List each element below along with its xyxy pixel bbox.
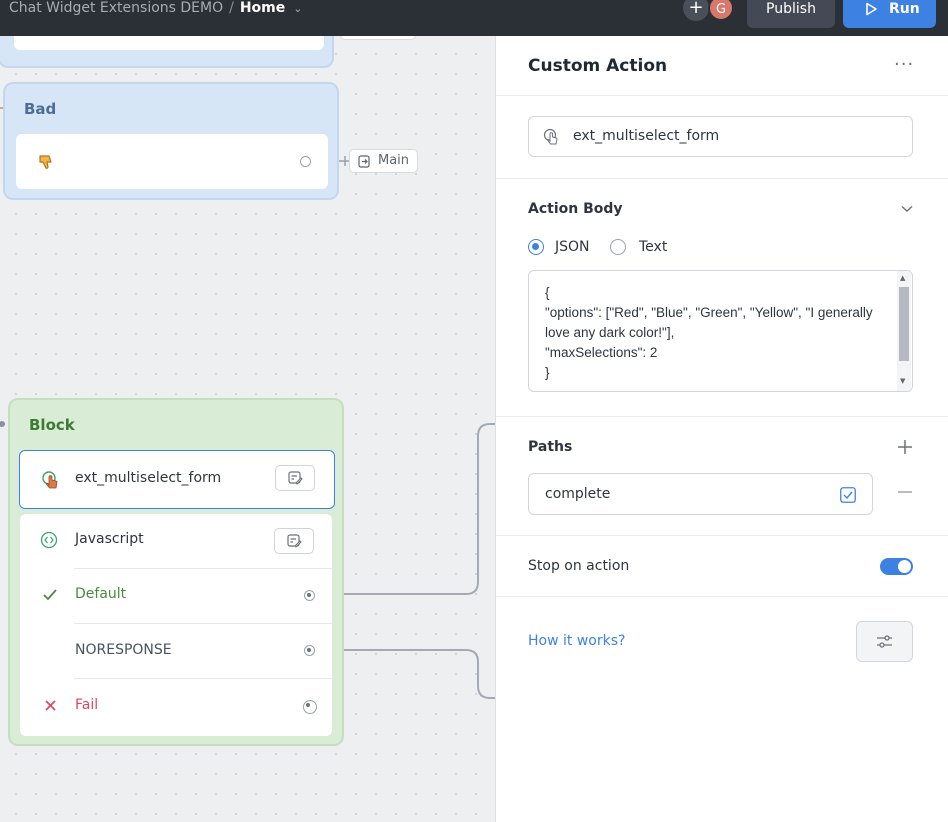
panel-divider xyxy=(496,95,948,96)
go-to-main-pill[interactable]: Main xyxy=(349,149,419,173)
path-name-field[interactable]: complete xyxy=(528,473,873,515)
path-default-port[interactable] xyxy=(304,590,315,601)
custom-block[interactable]: Block ext_multiselect_form Javascript De… xyxy=(8,398,344,746)
more-options-icon[interactable]: ··· xyxy=(894,54,915,75)
bad-block[interactable]: Bad xyxy=(3,82,339,200)
previous-block-link-pill[interactable] xyxy=(340,36,416,40)
edit-javascript-button[interactable] xyxy=(274,528,314,554)
run-button[interactable]: Run xyxy=(843,0,936,28)
chevron-down-icon[interactable]: ⌄ xyxy=(293,2,303,15)
go-to-main-label: Main xyxy=(378,153,410,168)
goto-flow-icon xyxy=(358,155,370,168)
block-steps-card: Javascript Default NORESPONSE Fail xyxy=(20,514,332,736)
action-name-value: ext_multiselect_form xyxy=(573,128,720,144)
previous-block[interactable] xyxy=(0,36,334,68)
path-noresponse-label: NORESPONSE xyxy=(75,642,172,658)
settings-button[interactable] xyxy=(856,621,913,662)
row-divider xyxy=(74,568,332,569)
json-radio-label: JSON xyxy=(555,239,590,255)
touch-hand-icon xyxy=(42,471,58,489)
edit-icon xyxy=(287,534,302,548)
panel-divider xyxy=(496,178,948,179)
add-collaborator-plus-icon[interactable]: + xyxy=(683,0,709,21)
paths-title: Paths xyxy=(528,439,573,455)
flow-canvas[interactable]: Bad Main Block ext_multiselect_form xyxy=(0,36,495,822)
action-body-code: { "options": ["Red", "Blue", "Green", "Y… xyxy=(545,285,873,380)
stop-on-action-toggle[interactable] xyxy=(880,558,913,575)
close-x-icon xyxy=(45,700,56,711)
action-body-editor[interactable]: { "options": ["Red", "Blue", "Green", "Y… xyxy=(528,270,913,392)
panel-divider xyxy=(496,596,948,597)
panel-title: Custom Action xyxy=(528,56,668,76)
custom-action-step[interactable]: ext_multiselect_form xyxy=(19,450,335,509)
breadcrumb-separator: / xyxy=(229,0,234,16)
scroll-up-arrow-icon[interactable]: ▲ xyxy=(900,274,906,282)
path-default-label: Default xyxy=(75,586,127,602)
edit-step-button[interactable] xyxy=(275,465,315,491)
custom-action-panel: Custom Action ··· ext_multiselect_form A… xyxy=(495,36,948,822)
row-divider xyxy=(74,623,332,624)
stop-on-action-label: Stop on action xyxy=(528,558,630,574)
avatar[interactable]: G xyxy=(708,0,734,21)
breadcrumb-project[interactable]: Chat Widget Extensions DEMO xyxy=(9,0,224,16)
how-it-works-link[interactable]: How it works? xyxy=(528,633,626,649)
publish-button[interactable]: Publish xyxy=(747,0,835,28)
top-bar: Chat Widget Extensions DEMO / Home ⌄ + G Pu… xyxy=(0,0,948,36)
breadcrumb-page[interactable]: Home xyxy=(239,0,286,16)
bad-block-card[interactable] xyxy=(16,134,328,189)
row-divider xyxy=(74,678,332,679)
edit-icon xyxy=(288,471,303,485)
run-button-label: Run xyxy=(889,1,920,17)
touch-hand-icon xyxy=(543,128,558,145)
editor-scrollbar[interactable]: ▲ ▼ xyxy=(897,271,911,391)
path-name-value: complete xyxy=(545,486,611,502)
path-fail-port[interactable] xyxy=(303,700,317,714)
bad-block-port[interactable] xyxy=(300,156,311,167)
scrollbar-thumb[interactable] xyxy=(899,287,909,361)
path-fail-label: Fail xyxy=(75,697,99,713)
sliders-icon xyxy=(877,635,892,648)
chevron-down-icon[interactable] xyxy=(901,205,913,213)
text-radio-label: Text xyxy=(639,239,668,255)
remove-path-minus-icon[interactable] xyxy=(898,490,912,494)
checkbox-checked-icon[interactable] xyxy=(840,487,856,503)
action-name-field[interactable]: ext_multiselect_form xyxy=(528,116,913,157)
panel-divider xyxy=(496,416,948,417)
panel-divider xyxy=(496,535,948,536)
json-radio[interactable] xyxy=(528,239,544,255)
javascript-step-label[interactable]: Javascript xyxy=(75,531,144,547)
play-icon xyxy=(866,2,877,16)
thumbs-down-icon xyxy=(39,155,52,169)
path-noresponse-port[interactable] xyxy=(304,645,315,656)
bad-block-title: Bad xyxy=(24,100,57,118)
previous-block-card[interactable] xyxy=(14,36,324,50)
action-body-title: Action Body xyxy=(528,201,623,217)
breadcrumb: Chat Widget Extensions DEMO / Home ⌄ xyxy=(9,0,302,16)
check-icon xyxy=(43,589,57,601)
scroll-down-arrow-icon[interactable]: ▼ xyxy=(900,377,906,385)
text-radio[interactable] xyxy=(610,239,626,255)
custom-action-step-label: ext_multiselect_form xyxy=(75,470,222,486)
custom-block-title: Block xyxy=(29,416,75,434)
add-path-plus-icon[interactable] xyxy=(898,440,912,454)
javascript-code-icon xyxy=(40,531,58,549)
